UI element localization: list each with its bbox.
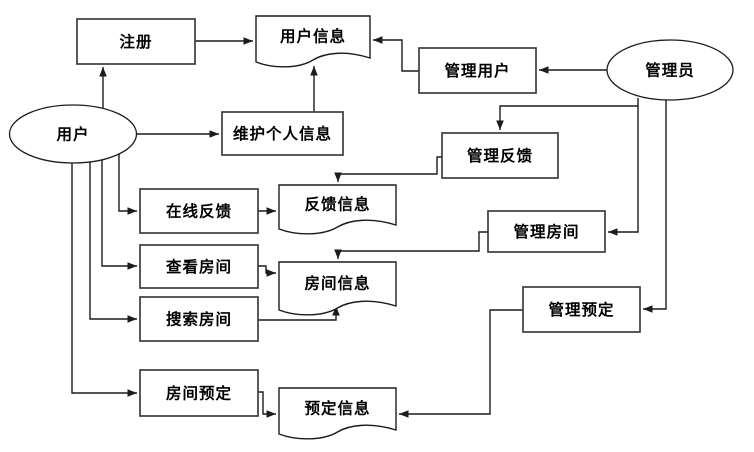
arrowhead-user-to-maintain-info	[209, 130, 219, 138]
arrowhead-manage-feedback-to-feedback-info	[334, 172, 342, 182]
edge-manage-room-to-room-info	[337, 231, 488, 259]
node-reservation-info-label: 预定信息	[304, 399, 370, 418]
node-online-feedback-label: 在线反馈	[166, 202, 232, 221]
edge-user-to-room-reservation	[71, 163, 137, 394]
arrowhead-register-to-user-info	[243, 37, 253, 45]
edge-user-to-view-room	[101, 160, 137, 267]
node-feedback-info-shape	[278, 184, 397, 235]
edge-admin-branch-to-manage-feedback	[499, 105, 638, 130]
node-admin-label: 管理员	[645, 61, 695, 80]
node-room-info-shape	[278, 261, 397, 316]
arrowhead-maintain-info-to-user-info	[310, 66, 318, 76]
edge-user-to-online-feedback	[118, 154, 137, 212]
arrowhead-user-to-view-room	[127, 262, 137, 270]
node-user-shape	[8, 104, 138, 164]
node-search-room-shape	[139, 296, 259, 342]
node-maintain-info-shape	[221, 111, 344, 156]
arrowhead-user-to-search-room	[127, 315, 137, 323]
node-reservation-info-shape	[278, 387, 397, 440]
arrowhead-manage-reservation-to-reservation-info	[399, 410, 409, 418]
node-admin-shape	[606, 39, 734, 101]
arrowhead-user-to-room-reservation	[127, 389, 137, 397]
arrowhead-admin-to-manage-reservation	[643, 305, 653, 313]
arrowhead-view-room-to-room-info	[266, 269, 276, 277]
arrowhead-manage-room-to-room-info	[334, 249, 342, 259]
node-manage-room-shape	[487, 210, 606, 253]
node-feedback-info-label: 反馈信息	[304, 195, 370, 214]
node-online-feedback-shape	[139, 188, 259, 234]
edge-manage-user-to-user-info	[373, 39, 419, 72]
arrowhead-manage-user-to-user-info	[373, 36, 383, 44]
node-user-label: 用户	[56, 125, 89, 144]
edge-manage-reservation-to-reservation-info	[399, 309, 523, 415]
node-register-shape	[76, 18, 196, 65]
arrowhead-online-feedback-to-feedback-info	[266, 207, 276, 215]
node-view-room-shape	[139, 244, 259, 289]
edge-manage-feedback-to-feedback-info	[337, 156, 442, 182]
arrowhead-room-reservation-to-reservation-info	[266, 410, 276, 418]
node-view-room-label: 查看房间	[166, 257, 232, 276]
arrowhead-admin-branch-to-manage-feedback	[496, 120, 504, 130]
edge-admin-to-manage-room	[608, 98, 639, 233]
arrowhead-admin-to-manage-room	[608, 228, 618, 236]
node-manage-room-label: 管理房间	[513, 222, 579, 241]
node-room-reservation-label: 房间预定	[166, 384, 232, 403]
node-manage-feedback-label: 管理反馈	[467, 146, 533, 165]
node-user-info-shape	[255, 15, 371, 68]
node-manage-reservation-shape	[522, 286, 641, 333]
node-search-room-label: 搜索房间	[166, 310, 232, 329]
node-manage-feedback-shape	[441, 132, 559, 179]
edge-admin-to-manage-reservation	[643, 100, 667, 310]
node-room-reservation-shape	[139, 369, 259, 417]
node-register-label: 注册	[119, 32, 152, 51]
node-user-info-label: 用户信息	[280, 27, 346, 46]
arrowhead-search-room-to-room-info	[332, 306, 340, 316]
arrowhead-admin-to-manage-user	[539, 66, 549, 74]
node-manage-reservation-label: 管理预定	[548, 300, 614, 319]
node-maintain-info-label: 维护个人信息	[233, 124, 332, 143]
node-manage-user-shape	[418, 47, 537, 94]
edge-user-to-search-room	[89, 162, 137, 320]
node-room-info-label: 房间信息	[304, 274, 370, 293]
node-manage-user-label: 管理用户	[444, 61, 510, 80]
arrowhead-user-to-online-feedback	[127, 207, 137, 215]
arrowhead-user-to-register	[99, 67, 107, 77]
